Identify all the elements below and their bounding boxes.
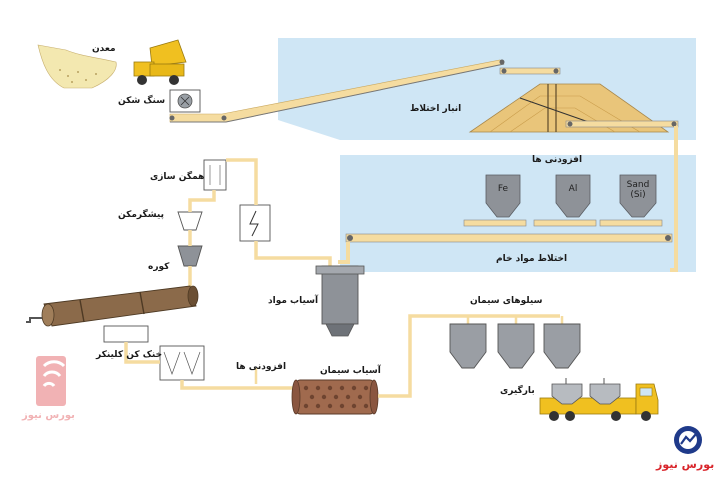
cement-silos <box>449 323 581 369</box>
label-blending-store: انبار اختلاط <box>410 104 462 114</box>
electrostatic-filter <box>239 204 271 242</box>
silo-feed-lines <box>466 316 564 324</box>
label-additives-bottom: افزودنی ها <box>236 362 287 372</box>
brand-logo-icon <box>674 426 702 454</box>
hopper-label-sand: Sand <box>626 180 650 190</box>
crusher-icon <box>169 89 201 113</box>
hopper-al <box>555 174 591 218</box>
quarry-dots <box>59 69 97 83</box>
label-raw-mill: آسیاب مواد <box>268 296 319 306</box>
cement-mill <box>291 379 379 415</box>
raw-mill <box>315 265 365 337</box>
hopper-sand <box>619 174 657 218</box>
blending-stockpile <box>468 83 670 133</box>
label-raw-mix: اختلاط مواد خام <box>496 254 568 264</box>
label-cement-silos: سیلوهای سیمان <box>470 296 543 306</box>
label-crusher: سنگ شکن <box>118 96 166 106</box>
watermark-logo <box>36 356 66 406</box>
dump-truck-icon <box>133 39 187 85</box>
brand-name: بورس نیوز <box>656 458 715 471</box>
label-clinker-cooler: خنک کن کلینکر <box>96 350 163 360</box>
rotary-kiln <box>26 285 199 327</box>
clinker-cooler <box>103 325 300 390</box>
label-mine: معدن <box>92 44 116 54</box>
label-kiln: کوره <box>148 262 170 272</box>
preheater-unit <box>177 211 203 267</box>
watermark-text: بورس نیوز <box>22 410 75 421</box>
hopper-label-si: (Si) <box>630 190 646 200</box>
hopper-label-al: Al <box>568 184 578 194</box>
conveyor-under-store <box>565 120 679 272</box>
quarry-pile <box>37 44 117 89</box>
loading-truck-icon <box>539 378 659 421</box>
stockpile-feeder <box>499 67 561 75</box>
label-additives-top: افزودنی ها <box>532 155 583 165</box>
label-homogenization: همگن سازی <box>150 172 205 182</box>
homogenization-unit <box>203 159 227 191</box>
conveyor-to-store <box>169 59 505 123</box>
raw-mix-conveyor <box>338 233 673 264</box>
hopper-fe <box>485 174 521 218</box>
label-cement-mill: آسیاب سیمان <box>320 366 381 376</box>
label-preheater: پیشگرمکن <box>118 210 164 220</box>
hopper-label-fe: Fe <box>497 184 509 194</box>
cement-flow-line <box>378 314 560 398</box>
process-flow-lines <box>188 158 332 290</box>
hopper-conveyors <box>463 219 663 227</box>
label-loading: بارگیری <box>500 386 535 396</box>
